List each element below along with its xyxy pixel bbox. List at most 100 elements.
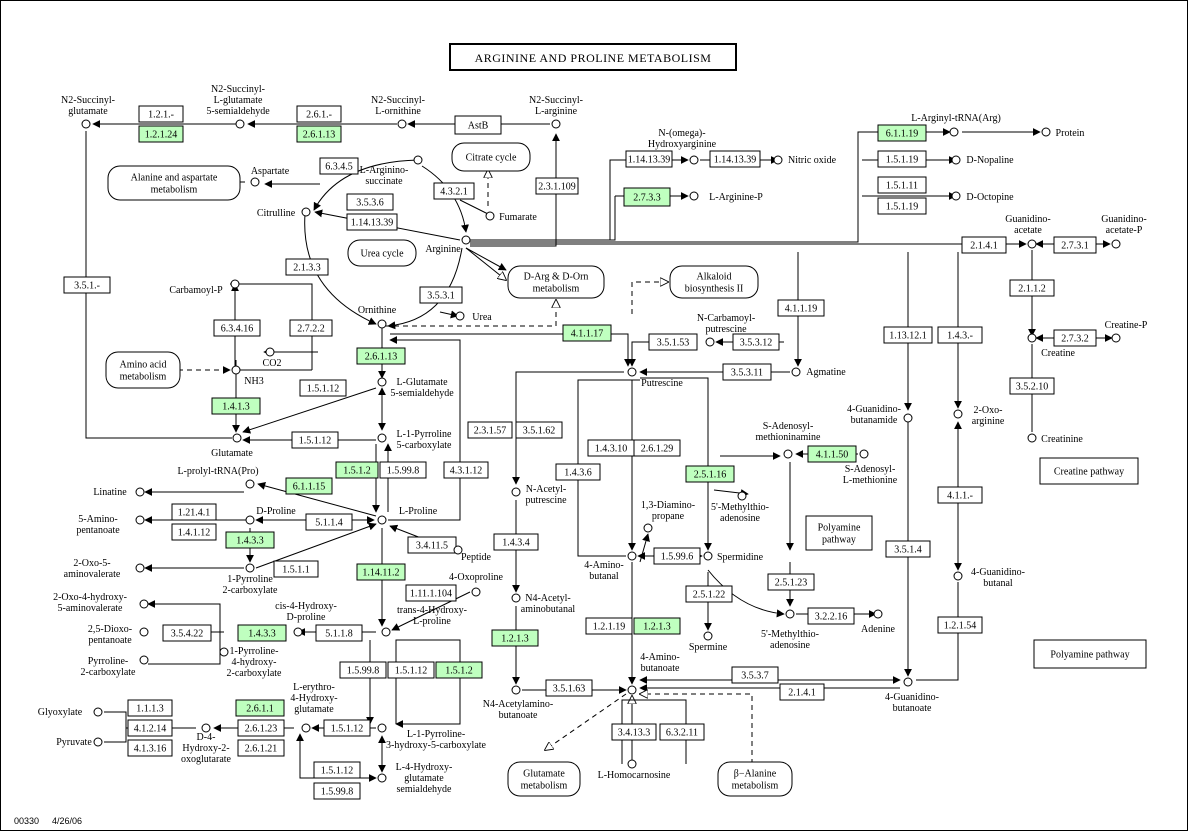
compound-node-c62[interactable] bbox=[953, 409, 963, 419]
enzyme-box-e19[interactable]: 2.7.3.1 bbox=[1053, 236, 1097, 254]
enzyme-box-e80[interactable]: 1.2.1.54 bbox=[937, 616, 983, 634]
enzyme-box-e12[interactable]: 1.14.13.39 bbox=[709, 150, 761, 168]
compound-node-c43[interactable] bbox=[293, 627, 303, 637]
enzyme-box-e10[interactable]: 2.3.1.109 bbox=[535, 177, 579, 195]
enzyme-box-e57[interactable]: 1.1.1.3 bbox=[127, 699, 173, 717]
compound-node-c57[interactable] bbox=[703, 551, 713, 561]
enzyme-box-e52[interactable]: 1.4.3.3 bbox=[237, 624, 287, 642]
compound-node-c20[interactable] bbox=[1111, 333, 1121, 343]
enzyme-box-e46[interactable]: 1.4.3.3 bbox=[225, 531, 275, 549]
enzyme-box-e87[interactable]: 3.4.13.3 bbox=[611, 723, 657, 741]
enzyme-box-e69[interactable]: 2.6.1.29 bbox=[633, 439, 681, 457]
compound-node-c38[interactable] bbox=[135, 563, 145, 573]
enzyme-box-e55[interactable]: 1.5.1.12 bbox=[387, 661, 435, 679]
compound-node-c1[interactable] bbox=[81, 119, 91, 129]
compound-node-c36[interactable] bbox=[377, 515, 387, 525]
compound-node-c34[interactable] bbox=[135, 487, 145, 497]
enzyme-box-e84[interactable]: 3.5.1.63 bbox=[545, 679, 593, 697]
compound-node-c65[interactable] bbox=[703, 631, 713, 641]
compound-node-c25[interactable] bbox=[377, 319, 387, 329]
enzyme-box-e40[interactable]: 1.5.99.8 bbox=[379, 461, 427, 479]
enzyme-box-e66[interactable]: 2.3.1.57 bbox=[467, 421, 513, 439]
compound-node-c64[interactable] bbox=[511, 593, 521, 603]
enzyme-box-e49[interactable]: 1.14.11.2 bbox=[356, 563, 406, 581]
enzyme-box-e71[interactable]: 2.5.1.16 bbox=[685, 465, 735, 483]
compound-node-c24[interactable] bbox=[231, 365, 241, 375]
compound-node-c48[interactable] bbox=[93, 707, 103, 717]
compound-node-c8[interactable] bbox=[485, 211, 495, 221]
enzyme-box-e72[interactable]: 4.1.1.50 bbox=[807, 445, 857, 463]
compound-node-c26[interactable] bbox=[455, 311, 465, 321]
enzyme-box-e32[interactable]: 3.5.3.11 bbox=[722, 363, 772, 381]
enzyme-box-e34[interactable]: 1.4.3.- bbox=[937, 326, 983, 344]
enzyme-box-e75[interactable]: 2.5.1.23 bbox=[767, 573, 815, 591]
compound-node-c40[interactable] bbox=[453, 545, 463, 555]
compound-node-c21[interactable] bbox=[1027, 433, 1037, 443]
compound-node-c12[interactable] bbox=[689, 191, 699, 201]
enzyme-box-e14[interactable]: 6.1.1.19 bbox=[877, 124, 927, 142]
enzyme-box-e35[interactable]: 2.6.1.13 bbox=[356, 347, 406, 365]
enzyme-box-e9[interactable]: 4.3.2.1 bbox=[433, 182, 475, 200]
enzyme-box-e65[interactable]: 1.5.99.8 bbox=[313, 782, 361, 800]
compound-node-c46[interactable] bbox=[139, 655, 149, 665]
enzyme-box-e68[interactable]: 1.4.3.10 bbox=[587, 439, 635, 457]
compound-node-c14[interactable] bbox=[1041, 127, 1051, 137]
enzyme-box-e20[interactable]: 2.1.1.2 bbox=[1009, 279, 1055, 297]
compound-node-c15[interactable] bbox=[951, 155, 961, 165]
pathway-link-p3[interactable]: Polyamine pathway bbox=[1033, 639, 1147, 669]
enzyme-box-e83[interactable]: 1.2.1.3 bbox=[633, 617, 681, 635]
enzyme-box-e86[interactable]: 2.1.4.1 bbox=[779, 683, 825, 701]
compound-node-c37[interactable] bbox=[135, 515, 145, 525]
compound-node-c68[interactable] bbox=[627, 685, 637, 695]
enzyme-box-e22[interactable]: 3.5.2.10 bbox=[1009, 377, 1055, 395]
enzyme-box-e56[interactable]: 1.5.1.2 bbox=[435, 661, 483, 679]
compound-node-c35[interactable] bbox=[245, 515, 255, 525]
compound-node-c47[interactable] bbox=[219, 647, 229, 657]
compound-node-c42[interactable] bbox=[139, 599, 149, 609]
enzyme-box-e5[interactable]: AstB bbox=[454, 115, 502, 135]
enzyme-box-e79[interactable]: 4.1.1.- bbox=[937, 486, 983, 504]
compound-node-c71[interactable] bbox=[627, 759, 637, 769]
enzyme-box-e30[interactable]: 3.5.3.12 bbox=[732, 333, 780, 351]
enzyme-box-e28[interactable]: 4.1.1.17 bbox=[562, 324, 612, 342]
enzyme-box-e26[interactable]: 2.7.2.2 bbox=[289, 319, 333, 337]
enzyme-box-e33[interactable]: 1.13.12.1 bbox=[883, 326, 933, 344]
enzyme-box-e39[interactable]: 1.5.1.2 bbox=[335, 461, 379, 479]
enzyme-box-e3[interactable]: 2.6.1.- bbox=[296, 105, 342, 123]
enzyme-box-e67[interactable]: 3.5.1.62 bbox=[515, 421, 563, 439]
compound-node-c2[interactable] bbox=[235, 119, 245, 129]
enzyme-box-e43[interactable]: 1.21.4.1 bbox=[171, 503, 217, 521]
enzyme-box-e50[interactable]: 1.11.1.104 bbox=[405, 584, 457, 602]
compound-node-c53[interactable] bbox=[377, 773, 387, 783]
enzyme-box-e58[interactable]: 4.1.2.14 bbox=[127, 719, 173, 737]
compound-node-c22[interactable] bbox=[230, 279, 240, 289]
enzyme-box-e7[interactable]: 3.5.3.6 bbox=[346, 193, 394, 211]
compound-node-c16[interactable] bbox=[951, 191, 961, 201]
compound-node-c4[interactable] bbox=[551, 119, 561, 129]
enzyme-box-e60[interactable]: 2.6.1.1 bbox=[235, 699, 285, 717]
enzyme-box-e18[interactable]: 2.1.4.1 bbox=[961, 236, 1007, 254]
compound-node-c50[interactable] bbox=[201, 723, 211, 733]
enzyme-box-e62[interactable]: 2.6.1.21 bbox=[237, 739, 285, 757]
compound-node-c70[interactable] bbox=[903, 677, 913, 687]
compound-node-c32[interactable] bbox=[377, 433, 387, 443]
enzyme-box-e47[interactable]: 3.4.11.5 bbox=[407, 536, 457, 554]
enzyme-box-e64[interactable]: 1.5.1.12 bbox=[313, 761, 361, 779]
enzyme-box-e54[interactable]: 1.5.99.8 bbox=[339, 661, 387, 679]
enzyme-box-e41[interactable]: 4.3.1.12 bbox=[443, 461, 489, 479]
compound-node-c3[interactable] bbox=[397, 119, 407, 129]
compound-node-c33[interactable] bbox=[245, 479, 255, 489]
compound-node-c67[interactable] bbox=[873, 609, 883, 619]
enzyme-box-e51[interactable]: 3.5.4.22 bbox=[162, 624, 212, 642]
enzyme-box-e24[interactable]: 2.1.3.3 bbox=[285, 258, 329, 276]
enzyme-box-e77[interactable]: 3.2.2.16 bbox=[807, 607, 855, 625]
compound-node-c9[interactable] bbox=[461, 235, 471, 245]
compound-node-c7[interactable] bbox=[301, 207, 311, 217]
compound-node-c11[interactable] bbox=[773, 155, 783, 165]
pathway-link-p1[interactable]: Creatine pathway bbox=[1039, 457, 1139, 485]
enzyme-box-e88[interactable]: 6.3.2.11 bbox=[659, 723, 705, 741]
